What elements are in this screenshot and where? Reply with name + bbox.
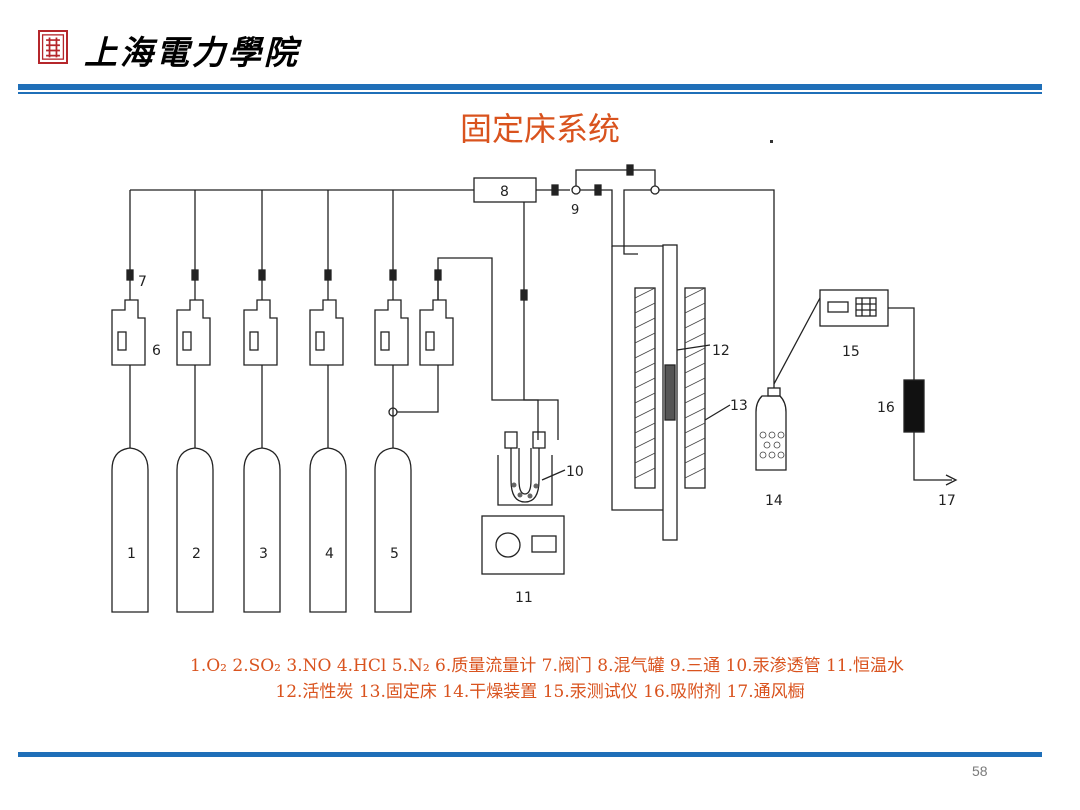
school-name: 上海電力學院 (84, 33, 300, 72)
cylinder-label: 3 (259, 546, 268, 562)
cylinder-label: 1 (127, 546, 136, 562)
cylinder-label: 2 (192, 546, 201, 562)
slide-title: 固定床系统 (459, 110, 620, 148)
label-15: 15 (842, 344, 860, 360)
label-16: 16 (877, 400, 895, 416)
fixed-bed-system-diagram: 8 9 12 13 14 15 16 17 (111, 164, 958, 613)
valve-icon (626, 164, 634, 176)
label-9: 9 (571, 203, 579, 218)
valve-icon (191, 269, 199, 281)
stray-dot (770, 140, 773, 143)
valve-icon (389, 269, 397, 281)
label-13: 13 (730, 398, 748, 414)
water-bath (481, 515, 565, 575)
label-17: 17 (938, 493, 956, 509)
label-11: 11 (515, 590, 533, 606)
footer-rule (18, 752, 1042, 757)
mercury-permeation-assembly: 10 11 (481, 431, 584, 606)
valve-icon (258, 269, 266, 281)
cylinder-label: 4 (325, 546, 334, 562)
legend-line-2: 12.活性炭 13.固定床 14.干燥装置 15.汞测试仪 16.吸附剂 17.… (275, 682, 805, 702)
tee-icon (650, 185, 660, 195)
valve-icon (324, 269, 332, 281)
valve-icon (594, 184, 602, 196)
label-14: 14 (765, 493, 783, 509)
label-6: 6 (152, 343, 161, 359)
drying-bottle (755, 395, 787, 471)
adsorbent-column (903, 379, 925, 433)
label-8: 8 (500, 184, 509, 200)
header-rule (18, 84, 1042, 90)
mass-flow-controllers (111, 280, 454, 366)
slide-header: 上海電力學院 (0, 0, 1080, 95)
label-7: 7 (138, 274, 147, 290)
mercury-analyzer (819, 289, 889, 327)
tee-icon (571, 185, 581, 195)
legend-line-1: 1.O₂ 2.SO₂ 3.NO 4.HCl 5.N₂ 6.质量流量计 7.阀门 … (190, 656, 905, 676)
gas-supply-group: 7 6 (111, 190, 559, 613)
header-rule-thin (18, 92, 1042, 94)
university-seal-icon (38, 30, 68, 64)
activated-carbon-bed (664, 364, 676, 421)
label-12: 12 (712, 343, 730, 359)
cylinder-label: 5 (390, 546, 399, 562)
valve-icon (551, 184, 559, 196)
gas-cylinders (111, 447, 412, 613)
reactor-tube (662, 244, 678, 541)
page-number: 58 (972, 763, 988, 779)
label-10: 10 (566, 464, 584, 480)
valve-icon (126, 269, 134, 281)
